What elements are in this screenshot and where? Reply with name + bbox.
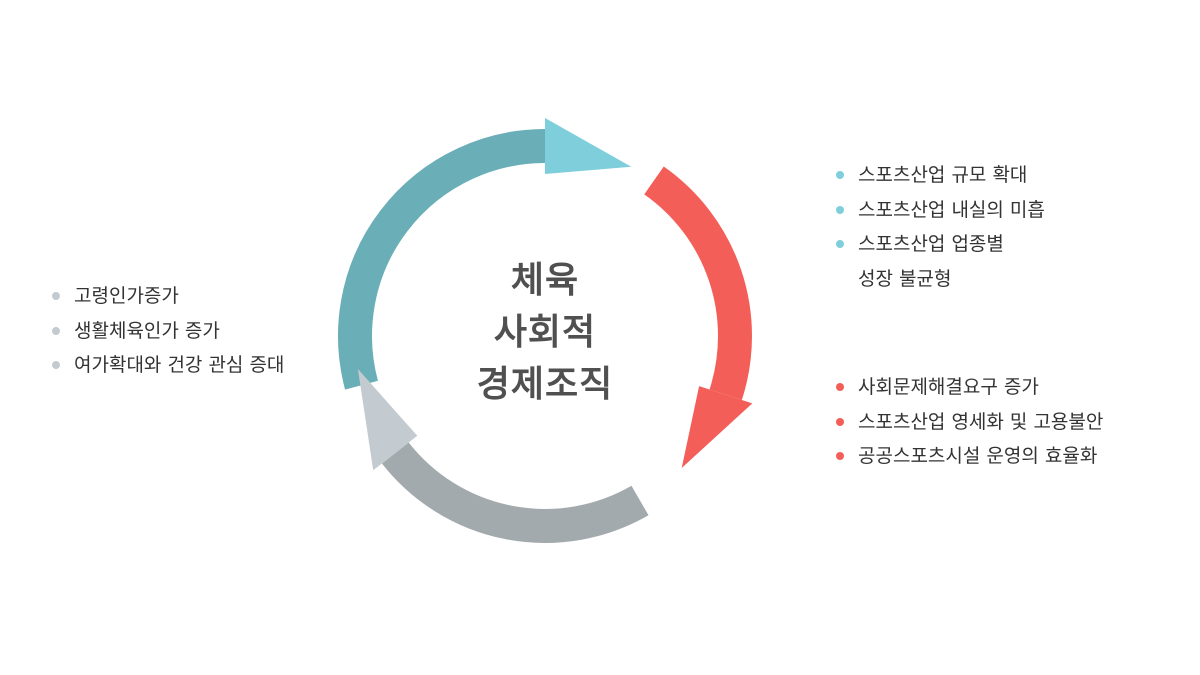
list-item: 여가확대와 건강 관심 증대 [52,348,284,383]
list-item: 스포츠산업 업종별 [836,227,1045,262]
list-item-text: 공공스포츠시설 운영의 효율화 [858,445,1098,467]
list-item-text: 고령인가증가 [74,285,179,307]
center-title-line-1: 체육 [510,260,580,301]
bullet-dot [836,240,844,248]
list-item-text: 스포츠산업 영세화 및 고용불안 [858,410,1104,433]
bullet-dot [836,383,844,391]
bullet-dot [836,205,844,214]
list-item-text: 스포츠산업 업종별 [858,233,1004,255]
list-item-text: 성장 불균형 [858,267,952,290]
list-item-continuation: 성장 불균형 [836,262,1045,297]
right-top-factor-list: 스포츠산업 규모 확대 스포츠산업 내실의 미흡 스포츠산업 업종별 성장 불균… [836,158,1045,296]
arc-red-segment [644,166,752,400]
list-item: 공공스포츠시설 운영의 효율화 [836,439,1103,474]
bullet-dot [52,326,60,335]
center-title: 체육 사회적 경제조직 [440,255,650,411]
list-item-text: 사회문제해결요구 증가 [858,376,1039,398]
list-item-text: 스포츠산업 내실의 미흡 [858,198,1045,221]
bullet-dot [836,452,844,460]
list-item: 고령인가증가 [52,279,284,314]
bullet-dot [836,171,844,179]
center-title-line-2: 사회적 [493,312,597,353]
center-title-line-3: 경제조직 [476,364,614,405]
list-item: 스포츠산업 영세화 및 고용불안 [836,405,1103,440]
list-item-text: 스포츠산업 규모 확대 [858,164,1028,186]
left-factor-list: 고령인가증가 생활체육인가 증가 여가확대와 건강 관심 증대 [52,279,284,383]
arrowhead-red [681,386,753,468]
bullet-dot [52,292,60,300]
arc-teal-segment [338,129,546,390]
list-item: 스포츠산업 내실의 미흡 [836,193,1045,228]
list-item-text: 생활체육인가 증가 [74,319,220,342]
arrowhead-teal [545,118,632,174]
bullet-dot [52,361,60,369]
list-item: 생활체육인가 증가 [52,314,284,349]
right-bottom-factor-list: 사회문제해결요구 증가 스포츠산업 영세화 및 고용불안 공공스포츠시설 운영의… [836,370,1103,474]
bullet-dot [836,417,844,426]
list-item-text: 여가확대와 건강 관심 증대 [74,354,285,376]
arc-gray-segment [381,442,649,543]
arrowhead-gray [357,369,418,471]
list-item: 스포츠산업 규모 확대 [836,158,1045,193]
list-item: 사회문제해결요구 증가 [836,370,1103,405]
